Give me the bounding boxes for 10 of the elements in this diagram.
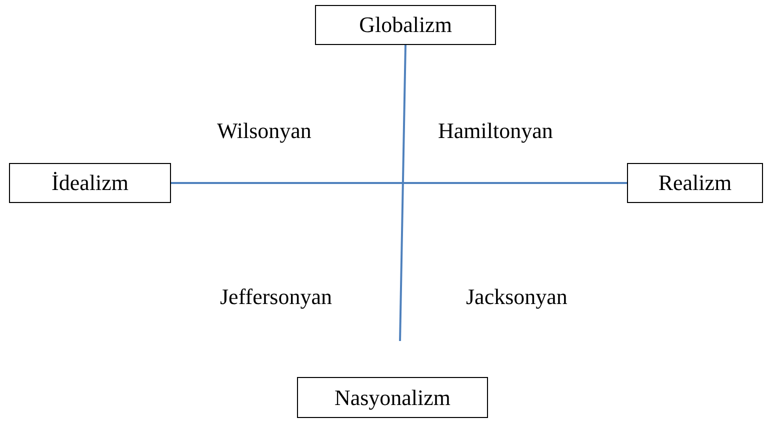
quadrant-label: Jacksonyan	[466, 284, 568, 310]
quadrant-label: Hamiltonyan	[438, 118, 553, 144]
quadrant-label: Jeffersonyan	[220, 284, 332, 310]
category-box: İdealizm	[9, 163, 171, 203]
category-box: Globalizm	[315, 5, 496, 45]
category-box: Nasyonalizm	[297, 377, 488, 418]
category-box: Realizm	[627, 163, 763, 203]
quadrant-label: Wilsonyan	[217, 118, 312, 144]
axis-line	[171, 182, 627, 184]
axis-line	[399, 44, 406, 342]
